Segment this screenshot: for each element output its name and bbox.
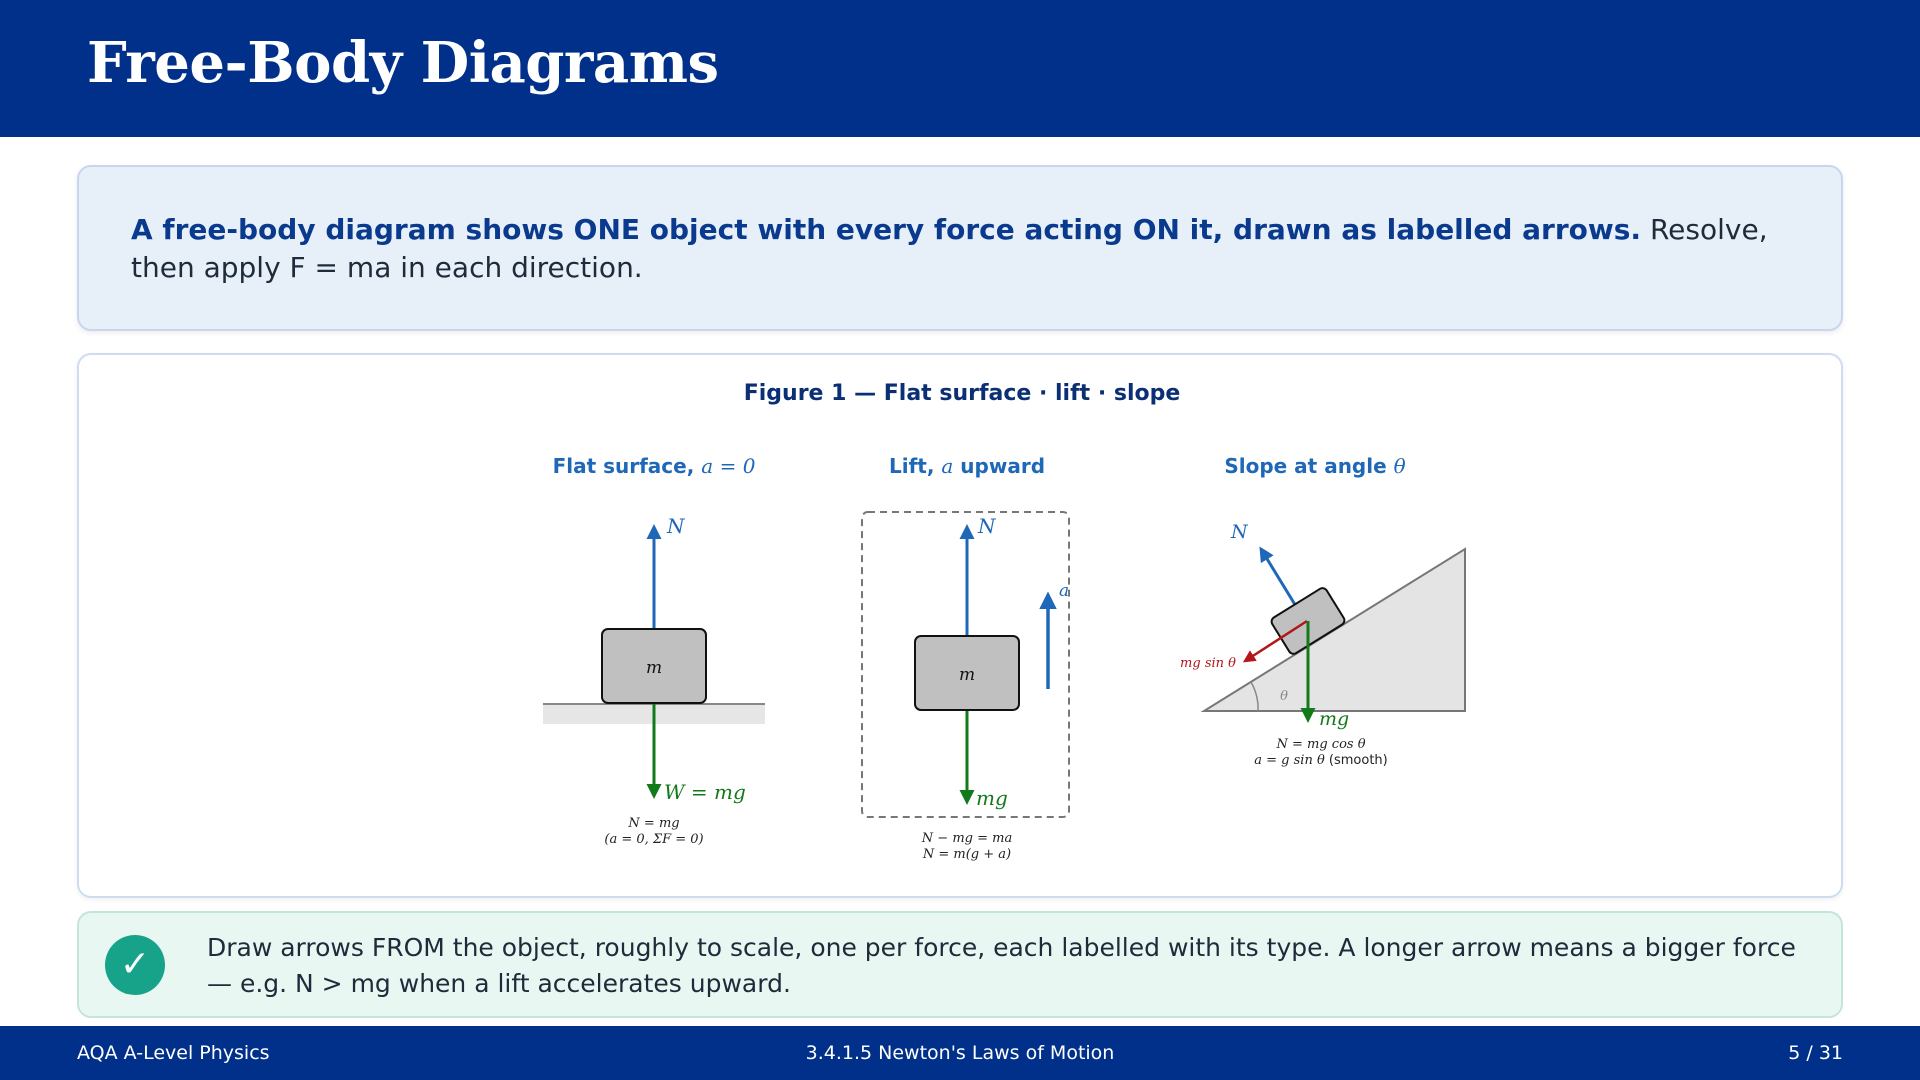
slide-title: Free-Body Diagrams	[87, 30, 719, 96]
figure-box: Figure 1 — Flat surface · lift · slope F…	[77, 353, 1843, 898]
definition-rest: Resolve, then apply F = ma in each direc…	[131, 213, 1768, 284]
flat-normal-label: N	[666, 514, 686, 538]
lift-normal-label: N	[977, 514, 997, 538]
slope-angle-arc	[1250, 681, 1259, 712]
footer-course: AQA A-Level Physics	[77, 1042, 270, 1064]
lift-block	[914, 635, 1020, 711]
slide-footer: 3.4.1.5 Newton's Laws of Motion AQA A-Le…	[0, 1026, 1920, 1080]
lift-equation-2: N = m(g + a)	[922, 847, 1011, 862]
tip-box: ✓ Draw arrows FROM the object, roughly t…	[77, 911, 1843, 1018]
slope-panel: Slope at angle θ θ N mg sin θ mg N = mg …	[1180, 454, 1466, 768]
slope-equation-1: N = mg cos θ	[1275, 737, 1365, 752]
flat-surface-panel: Flat surface, a = 0 N W = mg m N = mg (a…	[543, 454, 765, 847]
slope-component-label: mg sin θ	[1180, 656, 1236, 671]
slope-panel-title: Slope at angle θ	[1224, 454, 1405, 478]
lift-acceleration-label: a	[1059, 581, 1069, 601]
slope-equation-2: a = g sin θ (smooth)	[1254, 753, 1388, 768]
slope-weight-label: mg	[1319, 708, 1349, 730]
slope-angle-label: θ	[1280, 689, 1288, 704]
slide-header: Free-Body Diagrams	[0, 0, 1920, 137]
slope-normal-label: N	[1230, 521, 1249, 543]
lift-equation-1: N − mg = ma	[921, 831, 1012, 846]
flat-weight-label: W = mg	[664, 780, 746, 804]
lift-panel-title: Lift, a upward	[889, 454, 1045, 478]
lift-weight-label: mg	[976, 786, 1008, 810]
flat-equation-1: N = mg	[627, 816, 679, 831]
flat-equation-2: (a = 0, ΣF = 0)	[604, 832, 703, 847]
figure-caption: Figure 1 — Flat surface · lift · slope	[744, 381, 1181, 406]
definition-bold: A free-body diagram shows ONE object wit…	[131, 213, 1642, 246]
free-body-figure: Figure 1 — Flat surface · lift · slope F…	[543, 381, 1466, 862]
flat-block-label: m	[646, 658, 662, 678]
tip-text: Draw arrows FROM the object, roughly to …	[207, 933, 1796, 998]
definition-text: A free-body diagram shows ONE object wit…	[131, 211, 1801, 287]
definition-box: A free-body diagram shows ONE object wit…	[77, 165, 1843, 331]
check-icon: ✓	[105, 935, 165, 995]
footer-topic: 3.4.1.5 Newton's Laws of Motion	[805, 1042, 1115, 1064]
lift-block-label: m	[959, 665, 975, 685]
slope-component-arrow	[1242, 619, 1308, 663]
lift-panel: Lift, a upward N mg m a N − mg = ma N = …	[861, 454, 1070, 862]
flat-block	[601, 628, 707, 704]
flat-panel-title: Flat surface, a = 0	[553, 454, 756, 478]
lift-boundary	[861, 511, 1070, 818]
footer-page-number: 5 / 31	[1788, 1042, 1843, 1064]
